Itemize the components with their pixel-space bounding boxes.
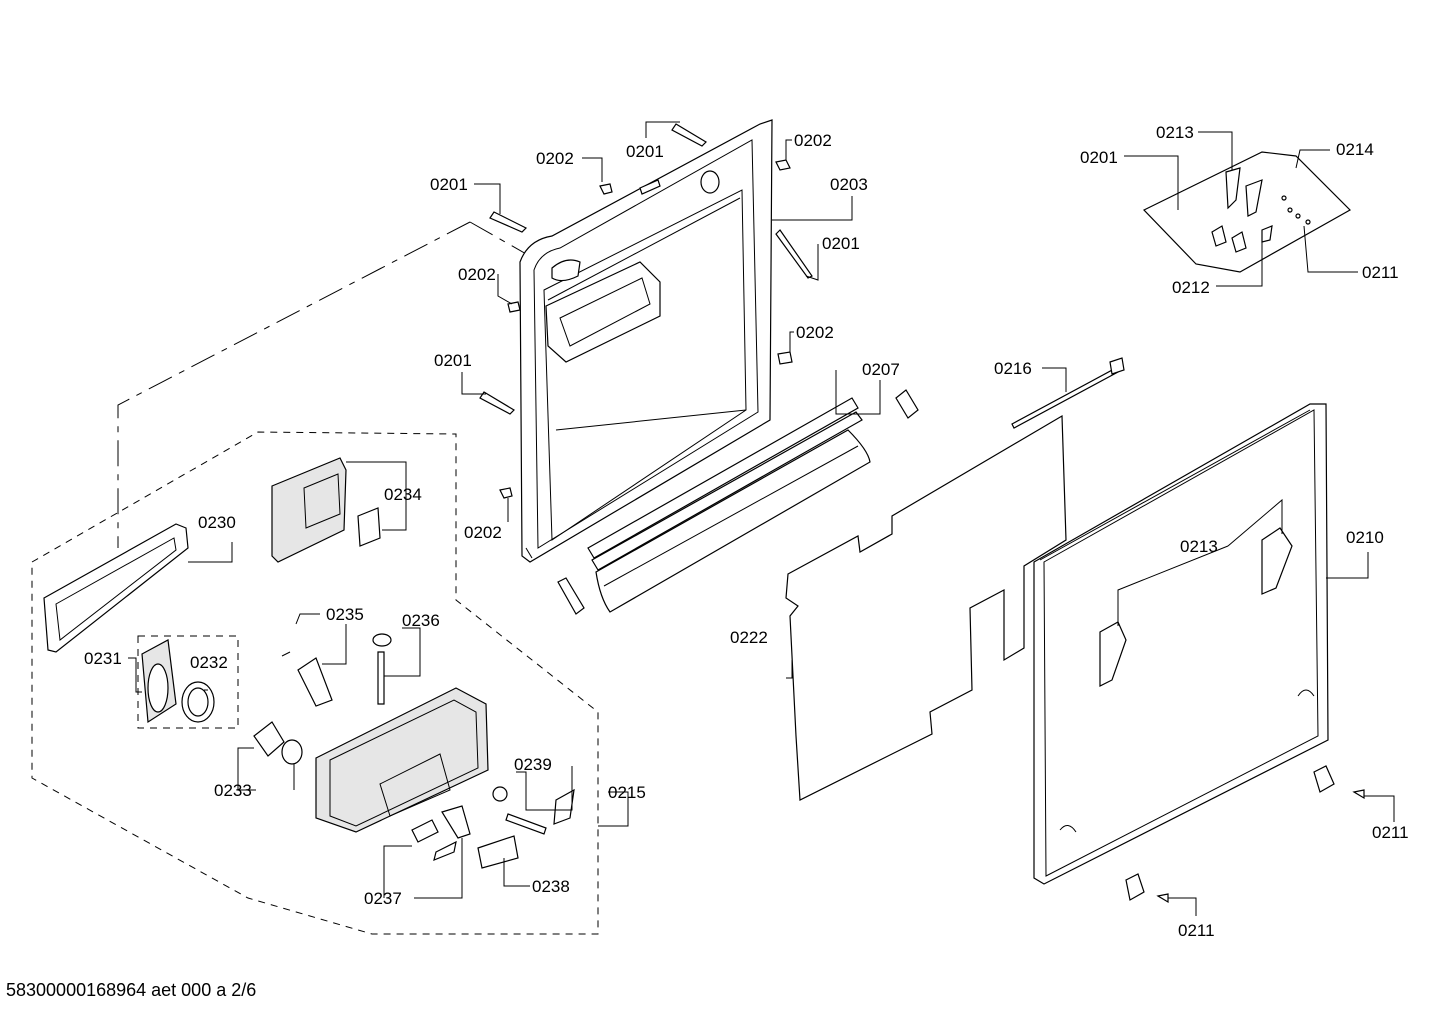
label-0215: 0215 — [608, 783, 646, 802]
label-0230: 0230 — [198, 513, 236, 532]
outer-door-panel — [1033, 403, 1329, 885]
inner-door-panel — [519, 119, 773, 563]
label-0202: 0202 — [796, 323, 834, 342]
label-0203: 0203 — [830, 175, 868, 194]
label-0234: 0234 — [384, 485, 422, 504]
label-0213: 0213 — [1156, 123, 1194, 142]
label-0202: 0202 — [536, 149, 574, 168]
label-0207: 0207 — [862, 360, 900, 379]
label-0211: 0211 — [1362, 263, 1399, 282]
screw-0201 — [479, 123, 813, 415]
label-0214: 0214 — [1336, 140, 1374, 159]
hinge-bracket — [1125, 765, 1365, 904]
label-0239: 0239 — [514, 755, 552, 774]
dispenser-parts — [43, 457, 575, 869]
label-0233: 0233 — [214, 781, 252, 800]
label-0237: 0237 — [364, 889, 402, 908]
cable-tie — [1011, 357, 1125, 429]
label-0212: 0212 — [1172, 278, 1210, 297]
insulation-panel — [785, 414, 1067, 801]
label-0231: 0231 — [84, 649, 122, 668]
label-0236: 0236 — [402, 611, 440, 630]
label-0211: 0211 — [1178, 921, 1215, 940]
label-0201: 0201 — [434, 351, 472, 370]
label-0222: 0222 — [730, 628, 768, 647]
label-0213: 0213 — [1180, 537, 1218, 556]
label-0210: 0210 — [1346, 528, 1384, 547]
accessory-bag — [1142, 151, 1351, 273]
drawing-code: 58300000168964 aet 000 a 2/6 — [6, 980, 257, 1000]
label-0202: 0202 — [458, 265, 496, 284]
label-0202: 0202 — [794, 131, 832, 150]
assembly-outline — [117, 221, 529, 548]
clip-right — [895, 389, 919, 419]
label-0216: 0216 — [994, 359, 1032, 378]
label-0235: 0235 — [326, 605, 364, 624]
label-0238: 0238 — [532, 877, 570, 896]
label-0232: 0232 — [190, 653, 228, 672]
label-0201: 0201 — [626, 142, 664, 161]
door-seal-strip — [587, 397, 871, 613]
label-0201: 0201 — [430, 175, 468, 194]
leader-lines — [128, 121, 1395, 916]
clip-left — [557, 577, 585, 615]
dispenser-group-outline — [31, 431, 599, 935]
label-0211: 0211 — [1372, 823, 1409, 842]
label-0201: 0201 — [1080, 148, 1118, 167]
label-0201: 0201 — [822, 234, 860, 253]
label-0202: 0202 — [464, 523, 502, 542]
screw-0202 — [499, 159, 793, 499]
